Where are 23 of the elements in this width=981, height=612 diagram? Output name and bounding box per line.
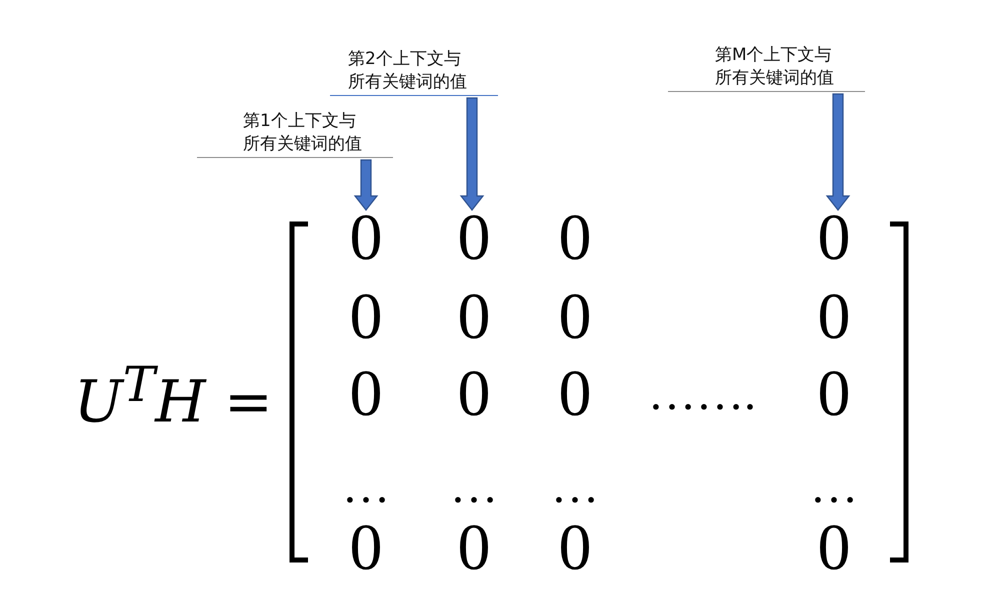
annotation-text: 第M个上下文与所有关键词的值 — [715, 44, 835, 90]
annotation-text: 第2个上下文与所有关键词的值 — [348, 48, 468, 94]
matrix-entry: 0 — [326, 198, 406, 278]
matrix-entry: 0 — [348, 356, 384, 432]
matrix-entry: 0 — [558, 200, 592, 276]
matrix-entry: 0 — [816, 279, 852, 355]
matrix-entry: 0 — [558, 279, 592, 355]
underlined-annotation — [330, 48, 498, 96]
matrix-equation-lhs: U$^{T}$H = — [74, 356, 273, 438]
matrix-entry: 0 — [816, 356, 852, 432]
matrix-entry: 0 — [456, 279, 492, 355]
block-arrow — [460, 97, 484, 211]
block-arrow — [354, 159, 378, 211]
annotation-text: 第1个上下文与所有关键词的值 — [243, 110, 363, 156]
matrix-entry: 0 — [794, 198, 874, 278]
matrix-entry: 0 — [434, 198, 514, 278]
underlined-annotation — [197, 110, 393, 158]
matrix-entry: 0 — [456, 356, 492, 432]
matrix-entry: 0 — [558, 356, 592, 432]
block-arrow — [826, 93, 850, 211]
matrix-entry: 0 — [348, 279, 384, 355]
ellipsis: ……. — [647, 366, 757, 422]
underlined-annotation — [668, 44, 865, 92]
